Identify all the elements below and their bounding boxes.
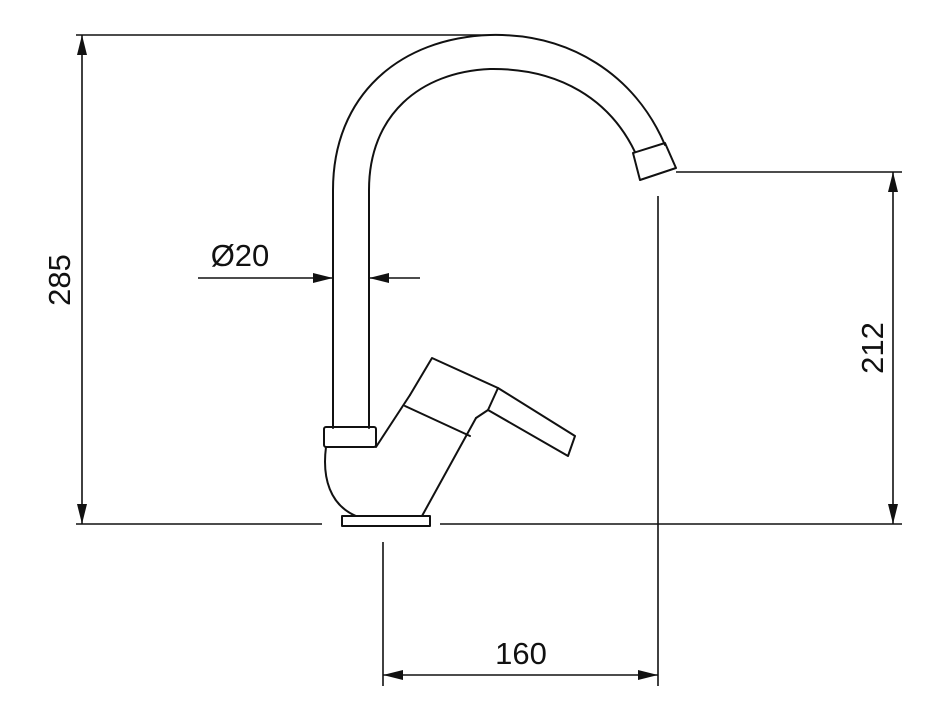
- spout-collar: [323, 426, 377, 448]
- arrow-down: [77, 504, 87, 524]
- arrow-down: [888, 504, 898, 524]
- dimension-spout-height: 212: [440, 171, 902, 525]
- lever-joint: [487, 387, 499, 411]
- lever-band: [404, 405, 471, 437]
- arrow-right: [313, 273, 333, 283]
- label-spout-height: 212: [855, 322, 890, 374]
- arrow-up: [888, 172, 898, 192]
- dimension-spout-reach: 160: [382, 196, 659, 686]
- arrow-right: [638, 670, 658, 680]
- spout-outer-contour: [332, 33, 666, 429]
- lever-handle: [409, 357, 576, 457]
- arrow-left: [369, 273, 389, 283]
- faucet-outline: [323, 33, 677, 527]
- mixer-body: [324, 417, 477, 517]
- label-spout-reach: 160: [495, 636, 547, 671]
- mixer-body-inner: [375, 394, 411, 448]
- label-pipe-diameter: Ø20: [211, 238, 270, 273]
- dimension-pipe-diameter: Ø20: [198, 238, 420, 283]
- aerator-tip: [632, 142, 677, 181]
- base-plate: [341, 515, 431, 527]
- arrow-up: [77, 35, 87, 55]
- arrow-left: [383, 670, 403, 680]
- dimension-total-height: 285: [42, 34, 490, 525]
- label-total-height: 285: [42, 254, 77, 306]
- spout-inner-contour: [368, 67, 636, 429]
